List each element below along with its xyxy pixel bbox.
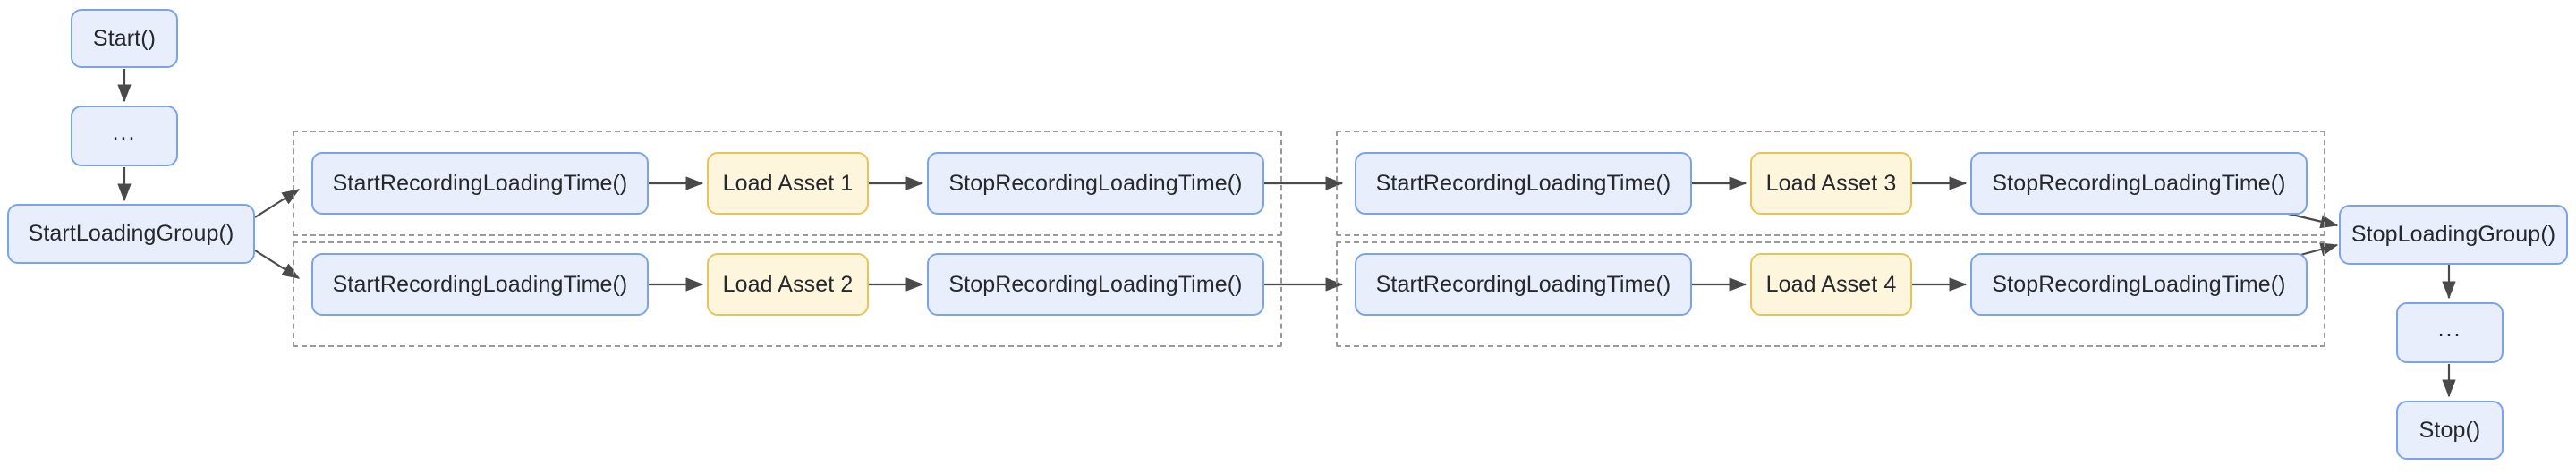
node-g2r1-load-asset-label: Load Asset 3	[1765, 170, 1897, 196]
node-stop-label: Stop()	[2419, 417, 2481, 443]
node-g2r2-start-recording-label: StartRecordingLoadingTime()	[1375, 271, 1671, 297]
node-g2r2-start-recording[interactable]: StartRecordingLoadingTime()	[1355, 253, 1692, 316]
node-g1r1-stop-recording[interactable]: StopRecordingLoadingTime()	[927, 152, 1264, 215]
node-ellipsis-after-label: ...	[2437, 316, 2462, 342]
node-start[interactable]: Start()	[71, 9, 178, 68]
node-ellipsis-before-label: ...	[112, 119, 137, 145]
node-g2r1-stop-recording[interactable]: StopRecordingLoadingTime()	[1970, 152, 2308, 215]
node-stop[interactable]: Stop()	[2396, 401, 2504, 460]
group-box-loading-group-1-row-1	[293, 131, 1282, 236]
node-g1r2-load-asset[interactable]: Load Asset 2	[707, 253, 869, 316]
node-g1r1-stop-recording-label: StopRecordingLoadingTime()	[948, 170, 1243, 196]
group-box-loading-group-2-row-2	[1336, 241, 2325, 347]
node-g2r1-stop-recording-label: StopRecordingLoadingTime()	[1992, 170, 2286, 196]
node-start-loading-group-label: StartLoadingGroup()	[28, 221, 234, 247]
group-box-loading-group-2-row-1	[1336, 131, 2325, 236]
node-stop-loading-group[interactable]: StopLoadingGroup()	[2339, 205, 2568, 265]
node-g1r1-load-asset[interactable]: Load Asset 1	[707, 152, 869, 215]
node-start-label: Start()	[92, 25, 157, 51]
node-g1r2-start-recording[interactable]: StartRecordingLoadingTime()	[311, 253, 649, 316]
node-stop-loading-group-label: StopLoadingGroup()	[2351, 222, 2556, 248]
node-g2r2-stop-recording[interactable]: StopRecordingLoadingTime()	[1970, 253, 2308, 316]
node-g1r1-start-recording-label: StartRecordingLoadingTime()	[332, 170, 628, 196]
group-box-loading-group-1-row-2	[293, 241, 1282, 347]
node-g2r1-start-recording-label: StartRecordingLoadingTime()	[1375, 170, 1671, 196]
edge-startloadinggroup-to-row2	[254, 250, 301, 279]
node-start-loading-group[interactable]: StartLoadingGroup()	[7, 204, 255, 264]
node-g1r1-load-asset-label: Load Asset 1	[722, 170, 854, 196]
node-g1r2-load-asset-label: Load Asset 2	[722, 271, 854, 297]
node-g2r1-start-recording[interactable]: StartRecordingLoadingTime()	[1355, 152, 1692, 215]
node-ellipsis-after[interactable]: ...	[2396, 302, 2504, 363]
node-g2r2-load-asset[interactable]: Load Asset 4	[1750, 253, 1912, 316]
node-ellipsis-before[interactable]: ...	[71, 106, 178, 166]
node-g1r2-stop-recording-label: StopRecordingLoadingTime()	[948, 271, 1243, 297]
node-g2r2-load-asset-label: Load Asset 4	[1765, 271, 1897, 297]
node-g1r2-stop-recording[interactable]: StopRecordingLoadingTime()	[927, 253, 1264, 316]
node-g2r1-load-asset[interactable]: Load Asset 3	[1750, 152, 1912, 215]
node-g1r2-start-recording-label: StartRecordingLoadingTime()	[332, 271, 628, 297]
node-g1r1-start-recording[interactable]: StartRecordingLoadingTime()	[311, 152, 649, 215]
edge-startloadinggroup-to-row1	[254, 189, 301, 218]
node-g2r2-stop-recording-label: StopRecordingLoadingTime()	[1992, 271, 2286, 297]
